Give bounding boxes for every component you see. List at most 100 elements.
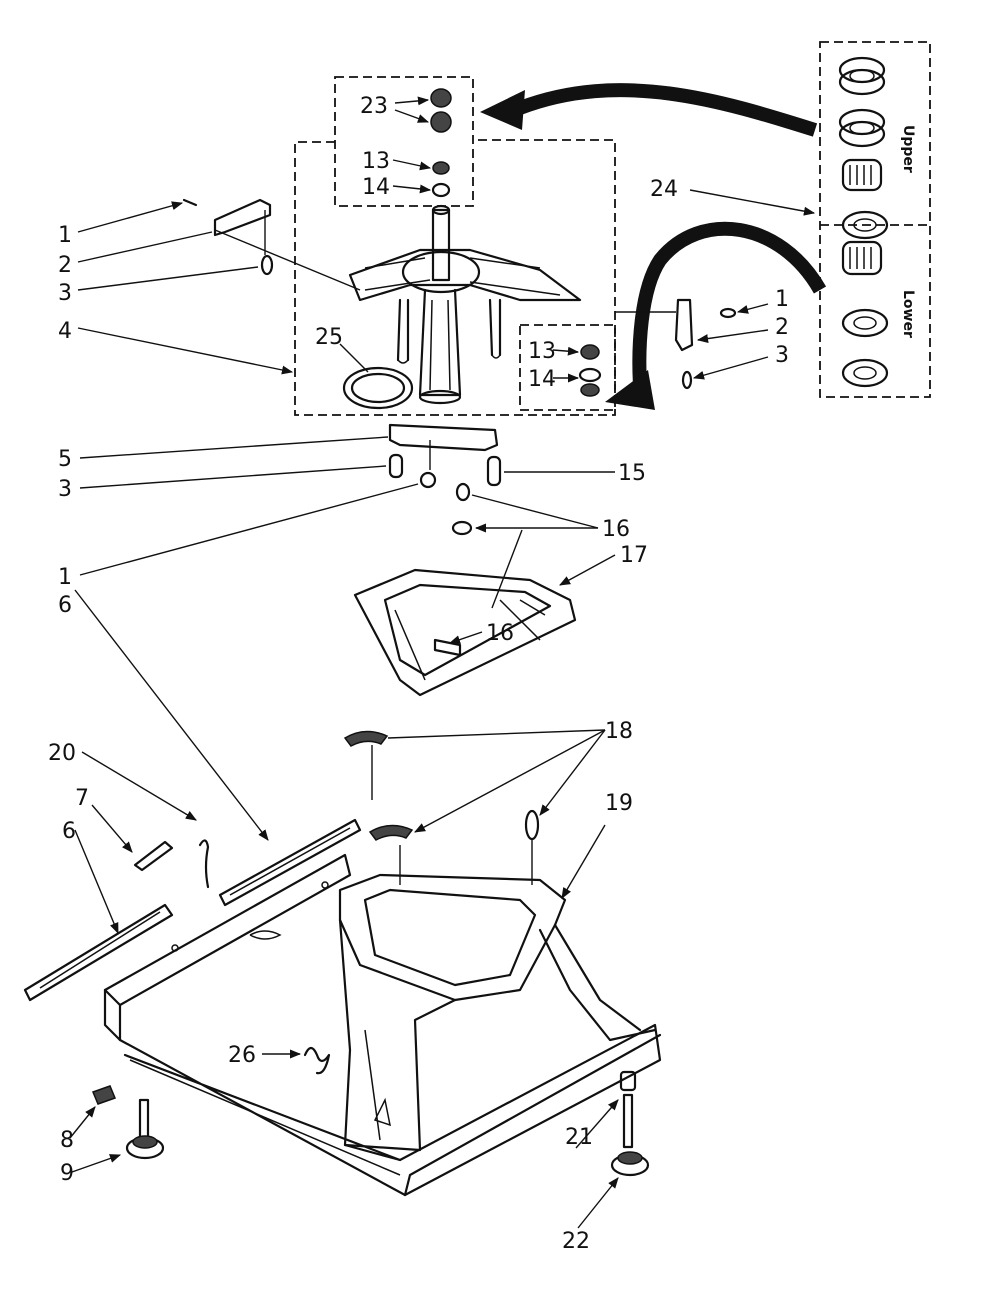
bracket-2-top-left	[213, 198, 272, 237]
label-19: 19	[605, 791, 633, 816]
nut-21	[619, 1070, 637, 1092]
pad-18-a	[343, 730, 389, 747]
nut-13-side	[580, 344, 600, 360]
big-arrows	[480, 83, 827, 410]
label-17: 17	[620, 543, 648, 568]
label-26: 26	[228, 1043, 256, 1068]
label-6-a: 6	[58, 593, 72, 618]
upper-bearing	[841, 158, 883, 192]
label-1-c: 1	[58, 565, 72, 590]
bracket-5	[388, 423, 499, 452]
transmission-assembly	[342, 204, 582, 410]
lower-washer-1	[841, 308, 889, 338]
label-20: 20	[48, 741, 76, 766]
pad-16a	[455, 482, 471, 502]
label-3-c: 3	[58, 477, 72, 502]
pad-18-b	[368, 824, 414, 841]
bolt-1-lower	[419, 471, 437, 489]
side-kit-parts	[578, 344, 602, 397]
label-1-a: 1	[58, 223, 72, 248]
label-23: 23	[360, 94, 388, 119]
label-4: 4	[58, 319, 72, 344]
brace-6-upper	[218, 818, 362, 907]
washer-14-side-b	[580, 383, 600, 397]
nut-13-top	[432, 161, 450, 175]
cap-23-lower	[430, 111, 452, 133]
cap-23-upper	[430, 88, 452, 108]
label-16-a: 16	[602, 517, 630, 542]
clip-3-right	[681, 370, 693, 390]
leveling-bolt-right	[622, 1093, 634, 1149]
seal-25	[342, 366, 414, 410]
label-15: 15	[618, 461, 646, 486]
washer-14-top	[431, 182, 451, 198]
washer-14-side-a	[578, 367, 602, 383]
label-7: 7	[75, 786, 89, 811]
screw-1-right	[719, 307, 737, 319]
upper-washer	[841, 210, 889, 240]
foot-right	[610, 1070, 650, 1177]
pad-16b	[451, 520, 473, 536]
transmission-arms	[348, 248, 582, 302]
kit-lower-label: Lower	[900, 290, 916, 338]
bearing-kit-box	[819, 41, 931, 398]
clip-3-top-left	[260, 254, 274, 276]
kit-upper-label: Upper	[900, 125, 916, 173]
label-2-a: 2	[58, 253, 72, 278]
pad-8	[92, 1085, 116, 1105]
upper-seal-1	[838, 56, 886, 96]
braces	[23, 818, 362, 1002]
agitator-assembly-box	[294, 139, 616, 416]
spring-15	[486, 455, 502, 487]
agitator-shaft	[431, 208, 451, 282]
leader-lines	[69, 96, 816, 1229]
label-14-a: 14	[362, 175, 390, 200]
label-13-a: 13	[362, 149, 390, 174]
dashed-group-boxes	[294, 41, 931, 416]
label-24: 24	[650, 177, 678, 202]
pad-18-c	[524, 809, 540, 841]
spring-3-lower	[388, 453, 404, 479]
label-8: 8	[60, 1128, 74, 1153]
hardware-right	[674, 298, 737, 390]
label-9: 9	[60, 1161, 74, 1186]
clip-26	[303, 1046, 331, 1075]
side-kit-box	[519, 324, 616, 411]
label-2-b: 2	[775, 315, 789, 340]
callout-labels: 1 2 3 4 25 23 13 14 24 1 2 3 13 14 5 3 1…	[48, 94, 789, 1254]
clip-7	[133, 840, 174, 872]
lower-washer-2	[841, 358, 889, 388]
top-kit-parts	[430, 88, 452, 198]
hardware-top-left	[182, 198, 274, 276]
label-21: 21	[565, 1125, 593, 1150]
arrow-to-top-kit-head	[480, 90, 525, 130]
leveling-bolt-left	[138, 1098, 150, 1140]
foot-left	[92, 1085, 165, 1160]
transmission-column	[418, 288, 462, 397]
label-3-a: 3	[58, 281, 72, 306]
bearing-kit-parts: Upper Lower	[838, 56, 916, 388]
label-5: 5	[58, 447, 72, 472]
screw-1-top-left	[182, 198, 198, 207]
bracket-5-group	[388, 423, 502, 536]
arrow-to-side-kit	[632, 221, 827, 386]
arrow-to-side-kit-head	[605, 370, 655, 410]
label-22: 22	[562, 1229, 590, 1254]
label-1-b: 1	[775, 287, 789, 312]
label-13-b: 13	[528, 339, 556, 364]
bracket-2-right	[674, 298, 694, 352]
frame-19	[103, 853, 662, 1197]
spring-20	[198, 839, 210, 889]
transmission-hub	[401, 250, 481, 294]
label-6-b: 6	[62, 819, 76, 844]
label-18: 18	[605, 719, 633, 744]
label-16-b: 16	[486, 621, 514, 646]
label-25: 25	[315, 325, 343, 350]
base-plate-17	[353, 568, 577, 697]
label-14-b: 14	[528, 367, 556, 392]
transmission-legs	[396, 298, 502, 362]
arrow-to-top-kit	[517, 83, 818, 137]
label-3-b: 3	[775, 343, 789, 368]
upper-seal-2	[838, 108, 886, 148]
